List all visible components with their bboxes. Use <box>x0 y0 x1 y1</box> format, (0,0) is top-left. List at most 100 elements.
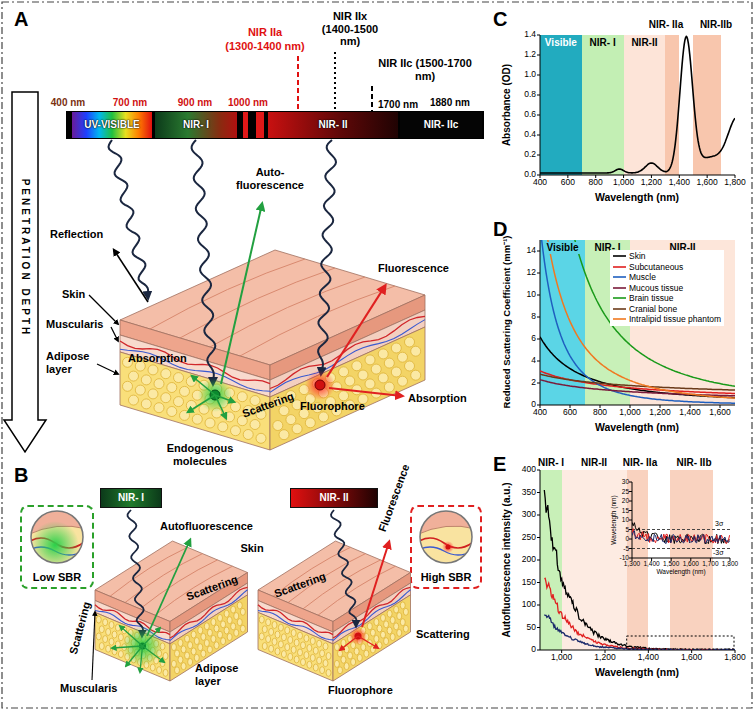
fat-cell <box>259 616 264 623</box>
blood-vessel <box>120 349 270 391</box>
fat-cell <box>279 406 289 416</box>
tick-label: 10 <box>527 290 536 300</box>
layer-label: Adipose layer <box>195 662 250 687</box>
fat-cell <box>317 640 322 647</box>
fat-cell <box>103 636 108 643</box>
process-label: Scattering <box>185 573 240 603</box>
axis-tick <box>537 339 540 340</box>
fat-cell <box>188 658 193 665</box>
fat-cell <box>227 617 232 624</box>
fat-cell <box>231 402 241 412</box>
tick-label: 1,400 <box>679 408 700 418</box>
autofluorescence-curve <box>544 490 735 650</box>
axis-tick <box>537 155 540 156</box>
tick-label: 0.6 <box>524 110 536 120</box>
fat-cell <box>141 375 151 385</box>
fat-cell <box>106 628 111 635</box>
fat-cell <box>234 629 239 636</box>
fat-cell <box>167 407 177 417</box>
fat-cell <box>326 653 331 660</box>
tick-label: 1,800 <box>724 653 745 663</box>
fat-cell <box>381 614 386 621</box>
wavelength-label: 400 nm <box>51 97 85 109</box>
spectrum-band: NIR- II <box>268 112 398 138</box>
fat-cell <box>339 391 349 401</box>
fat-cell <box>171 644 176 651</box>
fat-cell <box>323 660 328 667</box>
fat-cell <box>188 642 193 649</box>
fat-cell <box>237 602 242 609</box>
node-label: NIR- I <box>118 492 144 504</box>
fat-cell <box>174 373 184 383</box>
legend-line <box>613 276 626 278</box>
tick-label: 1,800 <box>724 178 745 188</box>
spectral-window-band: NIR- IIa <box>665 35 679 175</box>
fat-cell <box>181 646 186 653</box>
sigma-label: 3σ <box>714 520 724 528</box>
fat-cell <box>112 648 117 655</box>
fat-cell <box>307 644 312 651</box>
fat-cell <box>374 635 379 642</box>
fat-cell <box>129 395 139 405</box>
tick-label: 1,200 <box>649 408 670 418</box>
fat-cell <box>204 640 209 647</box>
fat-cell <box>391 343 401 353</box>
spectrum-tick <box>243 112 248 138</box>
tick-label: 1.0 <box>524 70 536 80</box>
fat-cell <box>394 623 399 630</box>
process-label: Scattering <box>273 570 328 600</box>
layer-label: Adipose layer <box>46 350 96 375</box>
reflection-arrow <box>114 250 148 302</box>
fat-cell <box>326 669 331 676</box>
node-label: NIR-II <box>629 37 659 49</box>
scattering-arrow <box>140 646 143 672</box>
tick-label: 0 <box>531 645 536 655</box>
fluorophore <box>315 380 325 390</box>
fat-cell <box>191 648 196 655</box>
fat-cell <box>218 422 228 432</box>
fat-cell <box>304 652 309 659</box>
tick-label: 600 <box>561 178 575 188</box>
fat-cell <box>231 606 236 613</box>
tick-label: 1,400 <box>638 653 659 663</box>
tick-label: 8 <box>531 312 536 322</box>
panel-letter: B <box>14 464 28 487</box>
fluorophore-glow <box>442 541 454 553</box>
process-label: Fluorophore <box>300 400 365 413</box>
fat-cell <box>384 382 394 392</box>
fat-cell <box>106 645 111 652</box>
blood-vessel <box>120 341 270 384</box>
spectral-window-band: NIR- I <box>540 470 562 650</box>
fluorescence-arrow <box>327 286 385 377</box>
axis-tick <box>537 515 540 516</box>
scattering-curve <box>540 240 735 398</box>
process-label: Scattering <box>67 600 93 655</box>
fat-cell <box>361 644 366 651</box>
legend-row: Subcutaneous <box>613 262 721 273</box>
fat-cell <box>310 654 315 661</box>
fat-cell <box>224 610 229 617</box>
fat-cell <box>384 621 389 628</box>
inset-tick-label: 1,300 <box>624 560 640 567</box>
tick-label: 150 <box>522 578 536 588</box>
fat-cell <box>186 400 196 410</box>
inset-tick-label: 0 <box>625 535 629 542</box>
fluorophore <box>446 545 451 550</box>
light-wave <box>318 140 336 374</box>
wavelength-label: 900 nm <box>178 97 212 109</box>
fat-cell <box>391 367 401 377</box>
fat-cell <box>351 658 356 665</box>
node-label: NIR- IIb <box>677 457 712 469</box>
fat-cell <box>262 643 267 650</box>
axis-tick <box>537 35 540 36</box>
fat-cell <box>201 650 206 657</box>
light-wave <box>128 510 144 636</box>
axis-tick <box>537 492 540 493</box>
fat-cell <box>201 633 206 640</box>
blood-vessel <box>170 590 248 641</box>
fat-cell <box>269 628 274 635</box>
tick-label: 1,000 <box>613 178 634 188</box>
fat-cell <box>411 346 421 356</box>
